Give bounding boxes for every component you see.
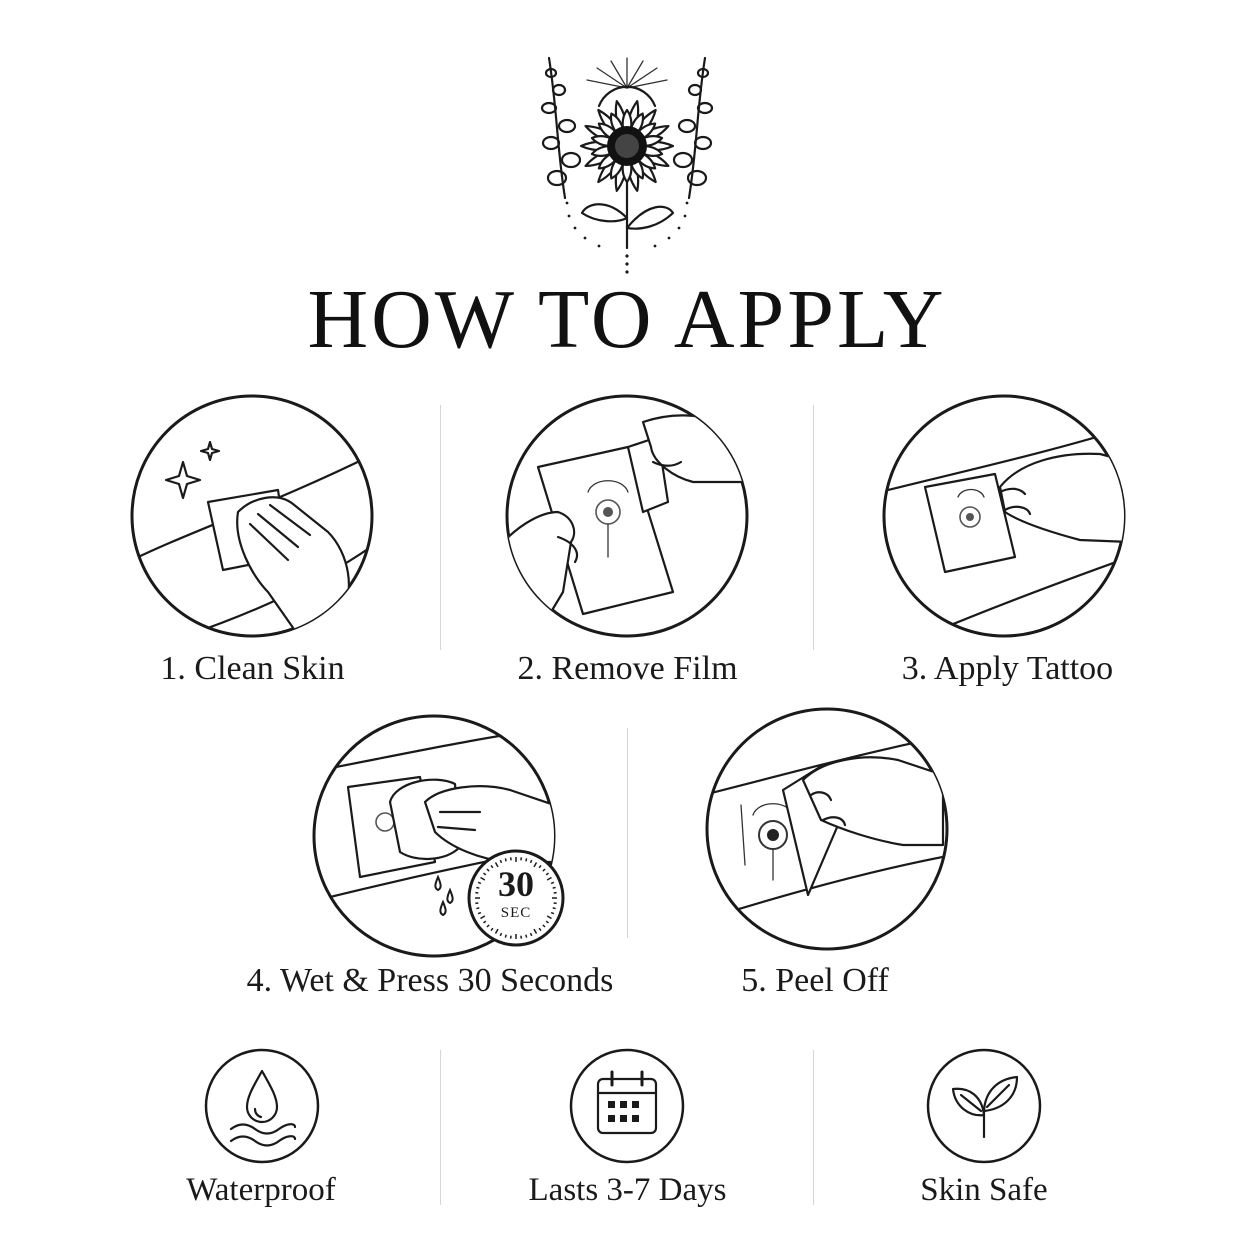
divider <box>440 1050 441 1205</box>
timer-tick <box>529 859 533 864</box>
calendar-icon <box>569 1048 685 1164</box>
timer-tick <box>483 920 487 924</box>
feature-label-skin-safe: Skin Safe <box>920 1172 1048 1208</box>
timer-tick <box>504 934 507 938</box>
timer-tick <box>538 865 542 869</box>
timer-tick <box>538 927 542 931</box>
timer-value: 30 <box>498 864 534 904</box>
timer-tick <box>494 928 499 934</box>
step-label-peel-off: 5. Peel Off <box>741 962 889 999</box>
sunflower-petal <box>590 144 612 157</box>
sunflower-botanical-icon <box>540 56 714 274</box>
timer-tick <box>483 872 487 876</box>
timer-icon <box>467 849 565 947</box>
page-title: HOW TO APPLY <box>307 273 947 366</box>
timer-tick <box>494 862 499 868</box>
timer-tick <box>499 859 503 864</box>
timer-tick <box>490 927 494 931</box>
timer-tick <box>552 907 556 910</box>
timer-tick <box>546 915 552 920</box>
step-label-clean-skin: 1. Clean Skin <box>160 650 345 687</box>
place-tattoo-icon <box>882 394 1126 638</box>
timer-tick <box>529 932 533 937</box>
feature-label-waterproof: Waterproof <box>186 1172 336 1208</box>
wipe-skin-icon <box>130 394 374 638</box>
timer-tick <box>545 920 549 924</box>
timer-tick <box>533 928 538 934</box>
sunflower-petal <box>642 144 664 157</box>
step-label-wet-press: 4. Wet & Press 30 Seconds <box>246 962 614 999</box>
divider <box>627 728 628 938</box>
timer-tick <box>552 886 556 889</box>
step-label-apply-tattoo: 3. Apply Tattoo <box>901 650 1114 687</box>
timer-tick <box>490 865 494 869</box>
sunflower-petal <box>642 135 664 148</box>
timer-tick <box>504 858 507 862</box>
timer-tick <box>546 876 552 881</box>
step-label-remove-film: 2. Remove Film <box>517 650 738 687</box>
divider <box>813 1050 814 1205</box>
timer-tick <box>476 886 480 889</box>
timer-tick <box>542 868 546 872</box>
peel-film-icon <box>505 394 749 638</box>
sunflower-petal <box>621 162 633 184</box>
timer-tick <box>480 915 486 920</box>
timer-tick <box>486 924 490 928</box>
timer-tick <box>525 858 528 862</box>
divider <box>440 405 441 650</box>
peel-off-icon <box>705 707 949 951</box>
timer-tick <box>550 881 555 885</box>
timer-tick <box>477 911 482 915</box>
timer-tick <box>486 868 490 872</box>
timer-tick <box>533 862 538 868</box>
divider <box>813 405 814 650</box>
timer-tick <box>477 881 482 885</box>
timer-tick <box>525 934 528 938</box>
timer-unit: SEC <box>500 905 532 921</box>
timer-tick <box>542 924 546 928</box>
leaf-icon <box>926 1048 1042 1164</box>
feature-label-lasts: Lasts 3-7 Days <box>528 1172 727 1208</box>
sunflower-petal <box>621 108 633 130</box>
timer-tick <box>550 911 555 915</box>
timer-tick <box>480 876 486 881</box>
timer-tick <box>476 907 480 910</box>
timer-tick <box>499 932 503 937</box>
timer-tick <box>545 872 549 876</box>
sunflower-petal <box>590 135 612 148</box>
water-drop-icon <box>204 1048 320 1164</box>
